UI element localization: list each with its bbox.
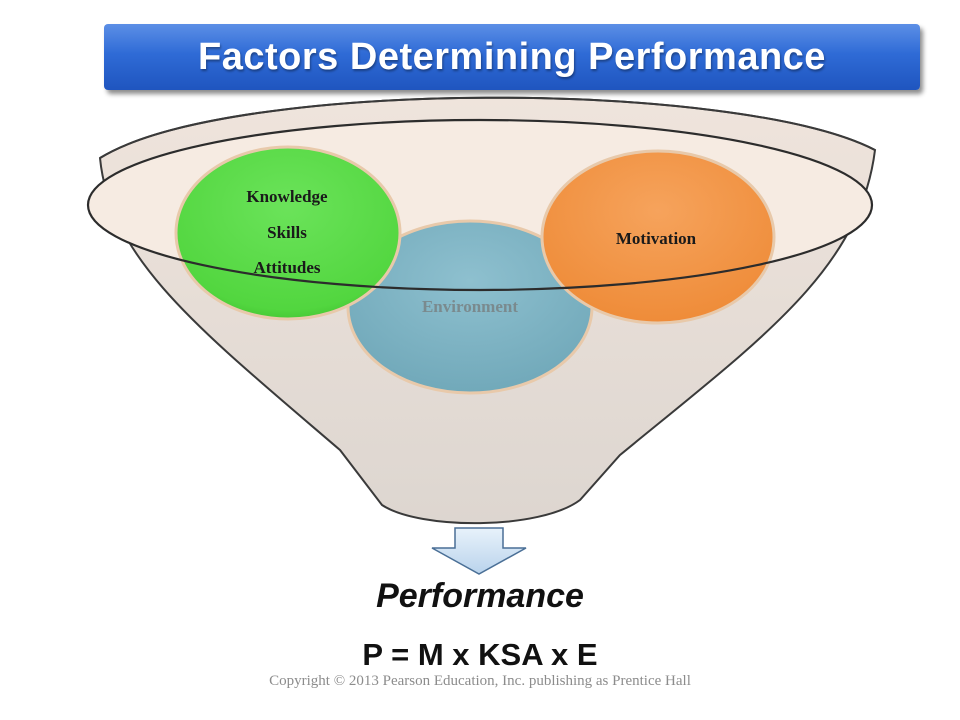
ksa-label-knowledge: Knowledge (246, 187, 328, 206)
title-banner: Factors Determining Performance (104, 24, 920, 90)
copyright-notice: Copyright © 2013 Pearson Education, Inc.… (269, 673, 691, 689)
motivation-label: Motivation (616, 229, 697, 248)
funnel-back-rim (99, 96, 876, 159)
performance-formula: P = M x KSA x E (362, 637, 598, 672)
performance-label: Performance (376, 577, 584, 615)
funnel-front-rim (86, 118, 874, 292)
down-arrow (431, 527, 527, 575)
slide-title: Factors Determining Performance (198, 35, 826, 78)
ksa-label-skills: Skills (267, 223, 307, 242)
ksa-circle (174, 145, 402, 321)
motivation-circle (540, 149, 776, 325)
environment-label: Environment (422, 297, 518, 316)
ksa-label-attitudes: Attitudes (253, 258, 320, 277)
